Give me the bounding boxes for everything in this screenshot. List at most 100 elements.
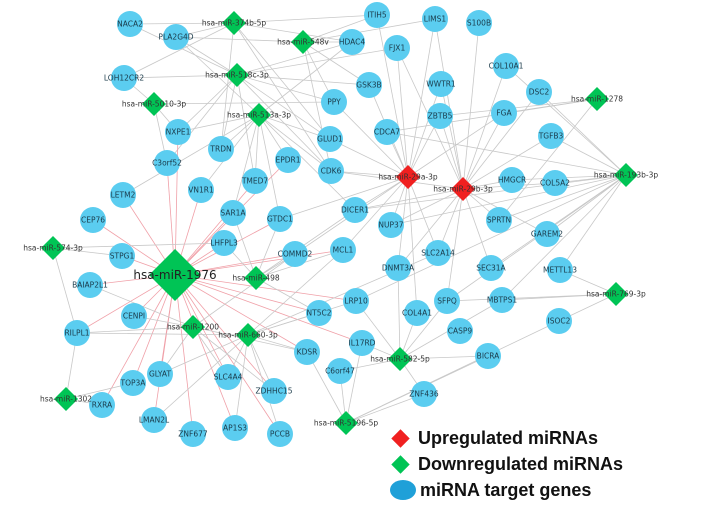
gene-node-il17rd[interactable]: IL17RD (349, 330, 376, 356)
gene-node-baiap2l1[interactable]: BAIAP2L1 (72, 272, 108, 298)
gene-node-znf436[interactable]: ZNF436 (409, 381, 439, 407)
gene-node-pccb[interactable]: PCCB (267, 421, 293, 447)
gene-label: ISOC2 (548, 317, 571, 326)
gene-node-nup37[interactable]: NUP37 (378, 212, 404, 238)
gene-node-col4a1[interactable]: COL4A1 (402, 300, 432, 326)
mirna-node-hsa-mir-513a-3p[interactable]: hsa-miR-513a-3p (227, 103, 291, 127)
gene-node-mbtps1[interactable]: MBTPS1 (487, 287, 517, 313)
gene-node-lman2l[interactable]: LMAN2L (139, 407, 170, 433)
gene-node-slc4a4[interactable]: SLC4A4 (214, 364, 243, 390)
gene-node-slc2a14[interactable]: SLC2A14 (421, 240, 455, 266)
gene-node-lrp10[interactable]: LRP10 (343, 288, 369, 314)
gene-node-kdsr[interactable]: KDSR (294, 339, 320, 365)
gene-node-sec31a[interactable]: SEC31A (476, 255, 507, 281)
mirna-node-hsa-mir-660-3p[interactable]: hsa-miR-660-3p (218, 323, 278, 347)
gene-node-trdn[interactable]: TRDN (208, 136, 234, 162)
mirna-node-hsa-mir-498[interactable]: hsa-miR-498 (232, 266, 280, 290)
gene-node-cdca7[interactable]: CDCA7 (374, 119, 400, 145)
gene-node-casp9[interactable]: CASP9 (447, 318, 473, 344)
gene-node-top3a[interactable]: TOP3A (120, 370, 147, 396)
gene-node-s100b[interactable]: S100B (466, 10, 492, 36)
gene-node-cdk6[interactable]: CDK6 (318, 158, 344, 184)
mirna-node-hsa-mir-29a-3p[interactable]: hsa-miR-29a-3p (378, 165, 438, 189)
mirna-node-hsa-mir-374b-5p[interactable]: hsa-miR-374b-5p (202, 11, 267, 35)
downregulated-diamond (222, 11, 246, 35)
gene-node-gtdc1[interactable]: GTDC1 (267, 206, 293, 232)
gene-node-dnmt3a[interactable]: DNMT3A (382, 255, 415, 281)
gene-node-glyat[interactable]: GLYAT (147, 361, 173, 387)
gene-node-mcl1[interactable]: MCL1 (330, 237, 356, 263)
gene-node-tgfb3[interactable]: TGFB3 (538, 123, 564, 149)
gene-node-lhfpl3[interactable]: LHFPL3 (210, 230, 238, 256)
gene-node-sfpq[interactable]: SFPQ (434, 288, 460, 314)
gene-node-zdhhc15[interactable]: ZDHHC15 (256, 378, 293, 404)
mirna-node-hsa-mir-1976[interactable]: hsa-miR-1976 (133, 249, 217, 301)
edge-hsa-mir-374b-5p-trdn (220, 22, 235, 150)
gene-node-c3orf52[interactable]: C3orf52 (152, 150, 182, 176)
gene-node-gsk3b[interactable]: GSK3B (356, 72, 382, 98)
gene-node-c6orf47[interactable]: C6orf47 (325, 358, 355, 384)
gene-node-letm2[interactable]: LETM2 (110, 182, 136, 208)
mirna-node-hsa-mir-5196-5p[interactable]: hsa-miR-5196-5p (314, 411, 379, 435)
gene-label: TOP3A (120, 379, 147, 388)
gene-node-col10a1[interactable]: COL10A1 (489, 53, 524, 79)
gene-node-epdr1[interactable]: EPDR1 (275, 147, 301, 173)
mirna-node-hsa-mir-548v[interactable]: hsa-miR-548v (277, 30, 329, 54)
gene-node-glud1[interactable]: GLUD1 (317, 126, 343, 152)
gene-node-ppy[interactable]: PPY (321, 89, 347, 115)
gene-circle (120, 370, 146, 396)
gene-circle (447, 318, 473, 344)
gene-node-vn1r1[interactable]: VN1R1 (188, 177, 214, 203)
gene-node-ap1s3[interactable]: AP1S3 (222, 415, 248, 441)
gene-node-cenpi[interactable]: CENPI (121, 303, 147, 329)
mirna-node-hsa-mir-5010-3p[interactable]: hsa-miR-5010-3p (122, 92, 187, 116)
gene-node-znf677[interactable]: ZNF677 (178, 421, 208, 447)
gene-node-stpg1[interactable]: STPG1 (109, 243, 135, 269)
mirna-node-hsa-mir-1278[interactable]: hsa-miR-1278 (571, 87, 623, 111)
gene-node-garem2[interactable]: GAREM2 (531, 221, 563, 247)
legend-item-target-genes: miRNA target genes (390, 477, 623, 503)
gene-node-dsc2[interactable]: DSC2 (526, 79, 552, 105)
gene-node-col5a2[interactable]: COL5A2 (540, 170, 570, 196)
gene-node-nxpe1[interactable]: NXPE1 (165, 119, 191, 145)
gene-circle (215, 364, 241, 390)
gene-node-fga[interactable]: FGA (491, 100, 517, 126)
gene-node-pla2g4d[interactable]: PLA2G4D (158, 24, 194, 50)
mirna-node-hsa-mir-29b-3p[interactable]: hsa-miR-29b-3p (433, 177, 493, 201)
mirna-node-hsa-mir-574-3p[interactable]: hsa-miR-574-3p (23, 236, 83, 260)
gene-label: PLA2G4D (158, 33, 193, 42)
gene-node-bicra[interactable]: BICRA (475, 343, 501, 369)
gene-node-fjx1[interactable]: FJX1 (384, 35, 410, 61)
gene-node-wwtr1[interactable]: WWTR1 (426, 71, 456, 97)
gene-node-itih5[interactable]: ITIH5 (364, 2, 390, 28)
gene-node-hdac4[interactable]: HDAC4 (339, 29, 366, 55)
gene-node-hmgcr[interactable]: HMGCR (498, 167, 526, 193)
mirna-node-hsa-mir-769-3p[interactable]: hsa-miR-769-3p (586, 282, 646, 306)
mirna-node-hsa-mir-582-5p[interactable]: hsa-miR-582-5p (370, 347, 430, 371)
gene-circle (499, 167, 525, 193)
edge-hsa-mir-29b-3p-s100b (462, 22, 480, 190)
gene-node-naca2[interactable]: NACA2 (117, 11, 143, 37)
gene-node-sprtn[interactable]: SPRTN (486, 207, 512, 233)
gene-node-commd2[interactable]: COMMD2 (278, 241, 313, 267)
gene-node-dicer1[interactable]: DICER1 (341, 197, 369, 223)
gene-node-cep76[interactable]: CEP76 (80, 207, 106, 233)
mirna-node-hsa-mir-193b-3p[interactable]: hsa-miR-193b-3p (594, 163, 659, 187)
mirna-node-hsa-mir-1200[interactable]: hsa-miR-1200 (167, 315, 219, 339)
mirna-node-hsa-mir-518c-3p[interactable]: hsa-miR-518c-3p (205, 63, 269, 87)
gene-node-isoc2[interactable]: ISOC2 (546, 308, 572, 334)
gene-node-nt5c2[interactable]: NT5C2 (306, 300, 332, 326)
gene-node-sar1a[interactable]: SAR1A (220, 200, 246, 226)
edge-hsa-mir-29a-3p-slc2a14 (407, 176, 439, 254)
gene-node-loh12cr2[interactable]: LOH12CR2 (104, 65, 144, 91)
gene-node-lims1[interactable]: LIMS1 (422, 6, 448, 32)
gene-node-rilpl1[interactable]: RILPL1 (64, 320, 90, 346)
mirna-node-hsa-mir-1302[interactable]: hsa-miR-1302 (40, 387, 92, 411)
gene-node-rxra[interactable]: RXRA (89, 392, 115, 418)
gene-node-mettl13[interactable]: METTL13 (543, 257, 577, 283)
gene-node-zbtb5[interactable]: ZBTB5 (427, 103, 453, 129)
gene-node-tmed7[interactable]: TMED7 (241, 168, 269, 194)
gene-circle (188, 177, 214, 203)
edge-hsa-mir-513a-3p-nxpe1 (177, 114, 260, 133)
